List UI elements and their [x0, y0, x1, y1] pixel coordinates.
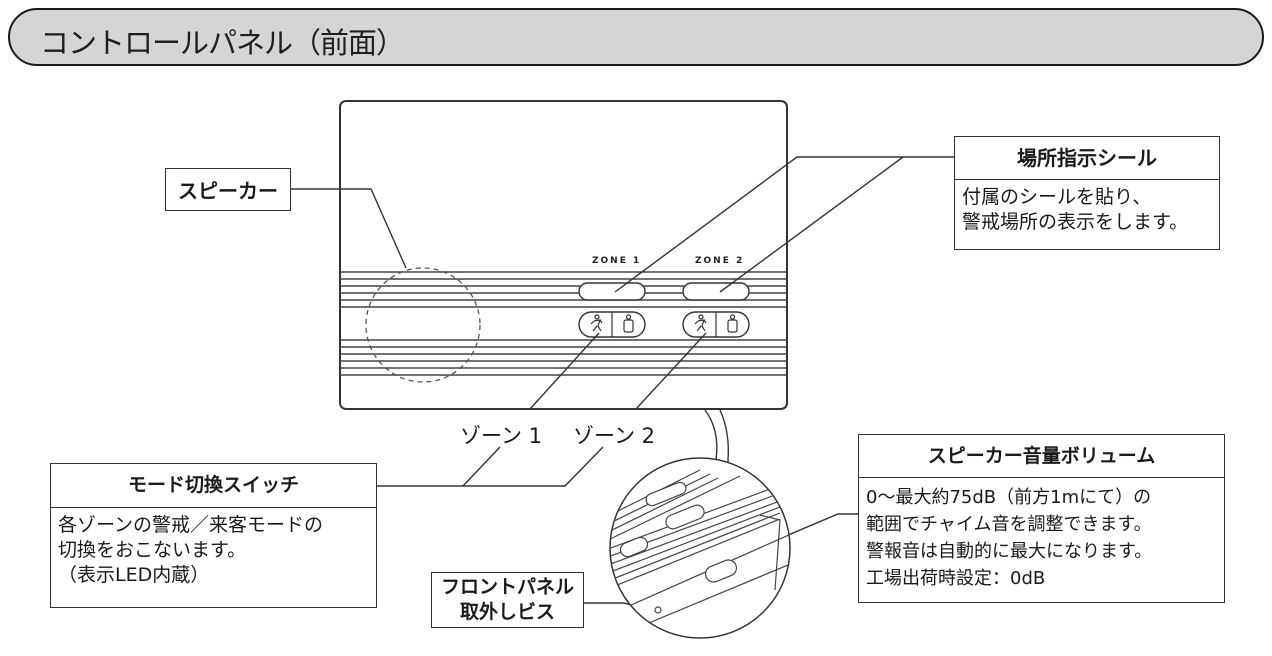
guard-mode-icon	[590, 314, 603, 332]
front-panel-screw-callout: フロントパネル 取外しビス	[431, 572, 584, 628]
volume-line-2: 範囲でチャイム音を調整できます。	[866, 514, 1152, 535]
zone1-mode-switch	[578, 311, 646, 338]
zone2-mode-switch	[682, 311, 750, 338]
mode-leader-zone1	[462, 446, 501, 487]
zone2-seal-window	[682, 282, 750, 301]
volume-callout-title: スピーカー音量ボリューム	[859, 435, 1224, 478]
grille-stripes	[340, 271, 787, 376]
zone2-leader-upper	[635, 332, 707, 410]
volume-knob	[704, 559, 738, 583]
title-banner: コントロールパネル（前面）	[8, 8, 1264, 66]
zone2-label: ZONE 2	[695, 256, 745, 266]
seal-line-1: 付属のシールを貼り、	[962, 186, 1152, 208]
seal-leader-2	[719, 156, 904, 293]
volume-callout: スピーカー音量ボリューム 0～最大約75dB（前方1mにて）の 範囲でチャイム音…	[858, 434, 1225, 603]
guard-mode-icon	[694, 314, 707, 332]
volume-line-4: 工場出荷時設定：0dB	[866, 568, 1046, 589]
speaker-callout: スピーカー	[165, 168, 291, 211]
zone1-seal-window	[578, 282, 646, 301]
mode-line-2: 切換をおこないます。	[58, 539, 247, 561]
mode-switch-callout-body: 各ゾーンの警戒／来客モードの 切換をおこないます。 （表示LED内蔵）	[51, 508, 376, 588]
seal-line-2: 警戒場所の表示をします。	[962, 211, 1189, 233]
seal-leader-1	[614, 156, 954, 293]
seal-callout-title: 場所指示シール	[955, 137, 1219, 180]
zone1-name: ゾーン 1	[460, 424, 542, 448]
volume-line-1: 0～最大約75dB（前方1mにて）の	[866, 487, 1152, 508]
screw-line-2: 取外しビス	[459, 601, 555, 623]
mode-line-1: 各ゾーンの警戒／来客モードの	[58, 514, 324, 536]
seal-callout: 場所指示シール 付属のシールを貼り、 警戒場所の表示をします。	[954, 136, 1220, 250]
visitor-mode-icon	[727, 314, 738, 333]
volume-callout-body: 0～最大約75dB（前方1mにて）の 範囲でチャイム音を調整できます。 警報音は…	[859, 478, 1224, 592]
screw-line-1: フロントパネル	[440, 576, 574, 598]
mode-switch-callout-title: モード切換スイッチ	[51, 464, 376, 508]
seal-callout-body: 付属のシールを貼り、 警戒場所の表示をします。	[955, 180, 1219, 235]
control-panel-body	[339, 100, 788, 410]
zone2-name: ゾーン 2	[573, 424, 655, 448]
speaker-leader	[291, 188, 407, 269]
mode-line-3: （表示LED内蔵）	[58, 564, 210, 586]
speaker-outline	[365, 267, 481, 383]
mode-switch-callout: モード切換スイッチ 各ゾーンの警戒／来客モードの 切換をおこないます。 （表示L…	[50, 463, 377, 608]
front-panel-screw	[654, 606, 662, 614]
zone1-leader-upper	[529, 332, 600, 410]
visitor-mode-icon	[623, 314, 634, 333]
volume-line-3: 警報音は自動的に最大になります。	[866, 541, 1153, 562]
mode-leader	[377, 446, 604, 487]
zone1-label: ZONE 1	[592, 256, 642, 266]
speaker-callout-title: スピーカー	[178, 179, 278, 203]
magnified-inset	[609, 457, 791, 639]
page-title: コントロールパネル（前面）	[40, 26, 405, 60]
